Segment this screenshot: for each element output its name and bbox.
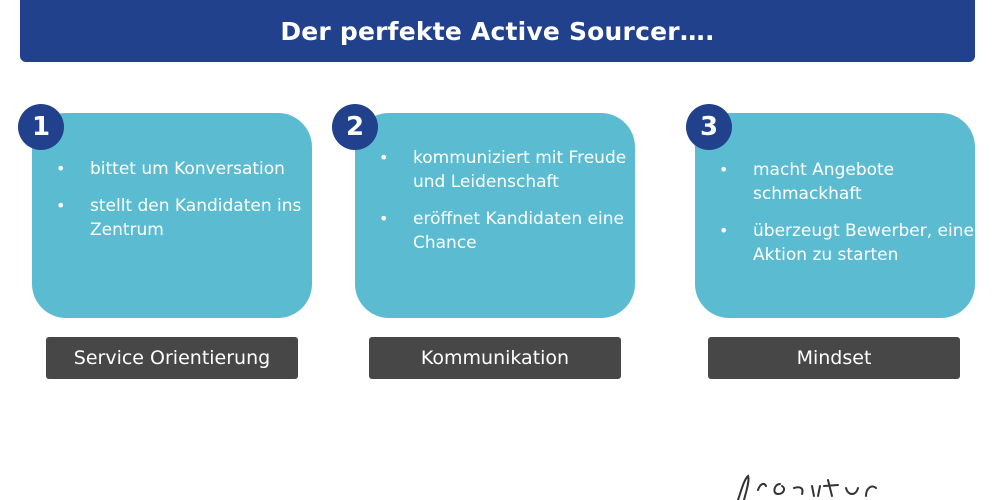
card-label: Kommunikation [369, 337, 621, 379]
step-number-badge: 2 [332, 104, 378, 150]
bullet-item: • macht Angebote schmackhaft [695, 158, 975, 206]
bullet-text: stellt den Kandidaten ins Zentrum [90, 196, 302, 240]
bullet-list: • macht Angebote schmackhaft • überzeugt… [695, 158, 975, 280]
bullet-text: überzeugt Bewerber, eine Aktion zu start… [753, 221, 974, 265]
card-label: Service Orientierung [46, 337, 298, 379]
card-kommunikation: • kommuniziert mit Freude und Leidenscha… [355, 113, 635, 318]
script-logo [737, 474, 877, 500]
bullet-dot-icon: • [56, 196, 66, 215]
title-banner: Der perfekte Active Sourcer…. [20, 0, 975, 62]
card-service-orientierung: • bittet um Konversation • stellt den Ka… [32, 113, 312, 318]
page-title: Der perfekte Active Sourcer…. [280, 16, 715, 46]
bullet-item: • bittet um Konversation [32, 157, 312, 181]
bullet-item: • stellt den Kandidaten ins Zentrum [32, 194, 312, 242]
bullet-dot-icon: • [379, 148, 389, 167]
bullet-text: bittet um Konversation [90, 159, 285, 179]
bullet-item: • kommuniziert mit Freude und Leidenscha… [355, 146, 635, 194]
bullet-dot-icon: • [379, 209, 389, 228]
bullet-list: • bittet um Konversation • stellt den Ka… [32, 157, 312, 255]
bullet-item: • eröffnet Kandidaten eine Chance [355, 207, 635, 255]
bullet-item: • überzeugt Bewerber, eine Aktion zu sta… [695, 219, 975, 267]
card-mindset: • macht Angebote schmackhaft • überzeugt… [695, 113, 975, 318]
bullet-dot-icon: • [56, 159, 66, 178]
bullet-text: kommuniziert mit Freude und Leidenschaft [413, 148, 627, 192]
bullet-text: eröffnet Kandidaten eine Chance [413, 209, 624, 253]
bullet-text: macht Angebote schmackhaft [753, 160, 895, 204]
bullet-list: • kommuniziert mit Freude und Leidenscha… [355, 146, 635, 268]
bullet-dot-icon: • [719, 221, 729, 240]
step-number-badge: 3 [686, 104, 732, 150]
step-number-badge: 1 [18, 104, 64, 150]
card-label: Mindset [708, 337, 960, 379]
bullet-dot-icon: • [719, 160, 729, 179]
